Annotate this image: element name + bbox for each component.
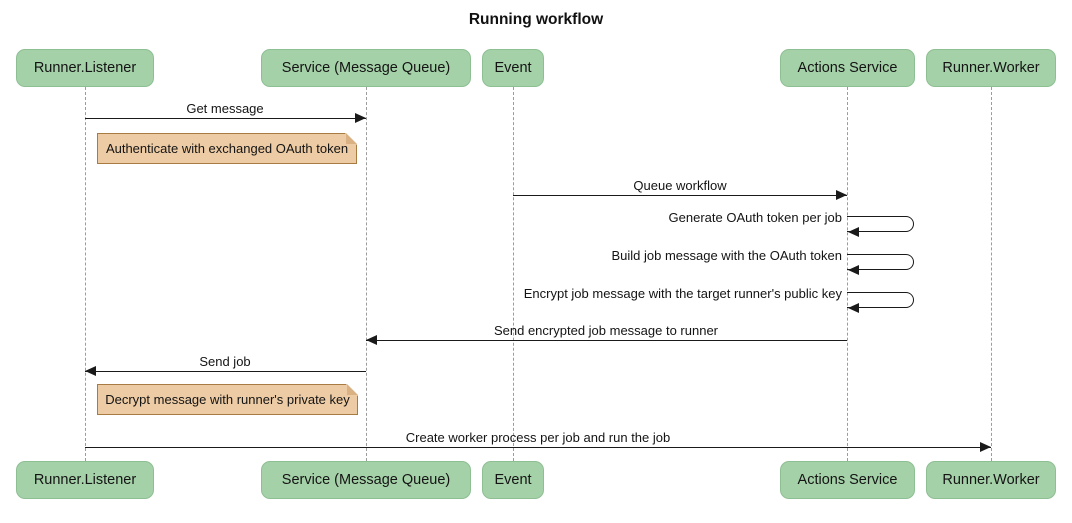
lifeline-service-message-queue <box>366 87 367 461</box>
participant-actions-service-top: Actions Service <box>780 49 915 87</box>
message-label-send-job: Send job <box>199 354 251 369</box>
participant-service-queue-bottom: Service (Message Queue) <box>261 461 471 499</box>
participant-runner-listener-bottom: Runner.Listener <box>16 461 154 499</box>
arrowhead-right-icon <box>836 190 847 200</box>
message-label-send-encrypted: Send encrypted job message to runner <box>493 323 719 338</box>
note-authenticate-oauth: Authenticate with exchanged OAuth token <box>97 133 357 164</box>
arrowhead-left-icon <box>848 265 859 275</box>
message-label-get-message: Get message <box>186 101 264 116</box>
message-line-get-message <box>85 118 366 119</box>
message-line-send-job <box>85 371 366 372</box>
arrowhead-left-icon <box>366 335 377 345</box>
participant-actions-service-bottom: Actions Service <box>780 461 915 499</box>
lifeline-runner-worker <box>991 87 992 461</box>
message-line-create-worker <box>85 447 991 448</box>
message-label-queue-workflow: Queue workflow <box>633 178 727 193</box>
lifeline-runner-listener <box>85 87 86 461</box>
message-label-generate-oauth-token: Generate OAuth token per job <box>668 210 842 225</box>
participant-runner-worker-top: Runner.Worker <box>926 49 1056 87</box>
arrowhead-left-icon <box>85 366 96 376</box>
self-loop-build-job-message <box>847 254 914 270</box>
message-label-encrypt-job-message: Encrypt job message with the target runn… <box>523 286 842 301</box>
self-loop-encrypt-job-message <box>847 292 914 308</box>
message-label-build-job-message: Build job message with the OAuth token <box>611 248 842 263</box>
participant-event-top: Event <box>482 49 544 87</box>
participant-service-queue-top: Service (Message Queue) <box>261 49 471 87</box>
arrowhead-left-icon <box>848 303 859 313</box>
diagram-title: Running workflow <box>468 11 604 28</box>
lifeline-actions-service <box>847 87 848 461</box>
arrowhead-right-icon <box>355 113 366 123</box>
note-decrypt-private-key: Decrypt message with runner's private ke… <box>97 384 358 415</box>
participant-runner-worker-bottom: Runner.Worker <box>926 461 1056 499</box>
lifeline-event <box>513 87 514 461</box>
arrowhead-left-icon <box>848 227 859 237</box>
participant-event-bottom: Event <box>482 461 544 499</box>
arrowhead-right-icon <box>980 442 991 452</box>
message-line-queue-workflow <box>513 195 847 196</box>
self-loop-generate-oauth-token <box>847 216 914 232</box>
participant-runner-listener-top: Runner.Listener <box>16 49 154 87</box>
message-line-send-encrypted <box>366 340 847 341</box>
message-label-create-worker: Create worker process per job and run th… <box>405 430 671 445</box>
